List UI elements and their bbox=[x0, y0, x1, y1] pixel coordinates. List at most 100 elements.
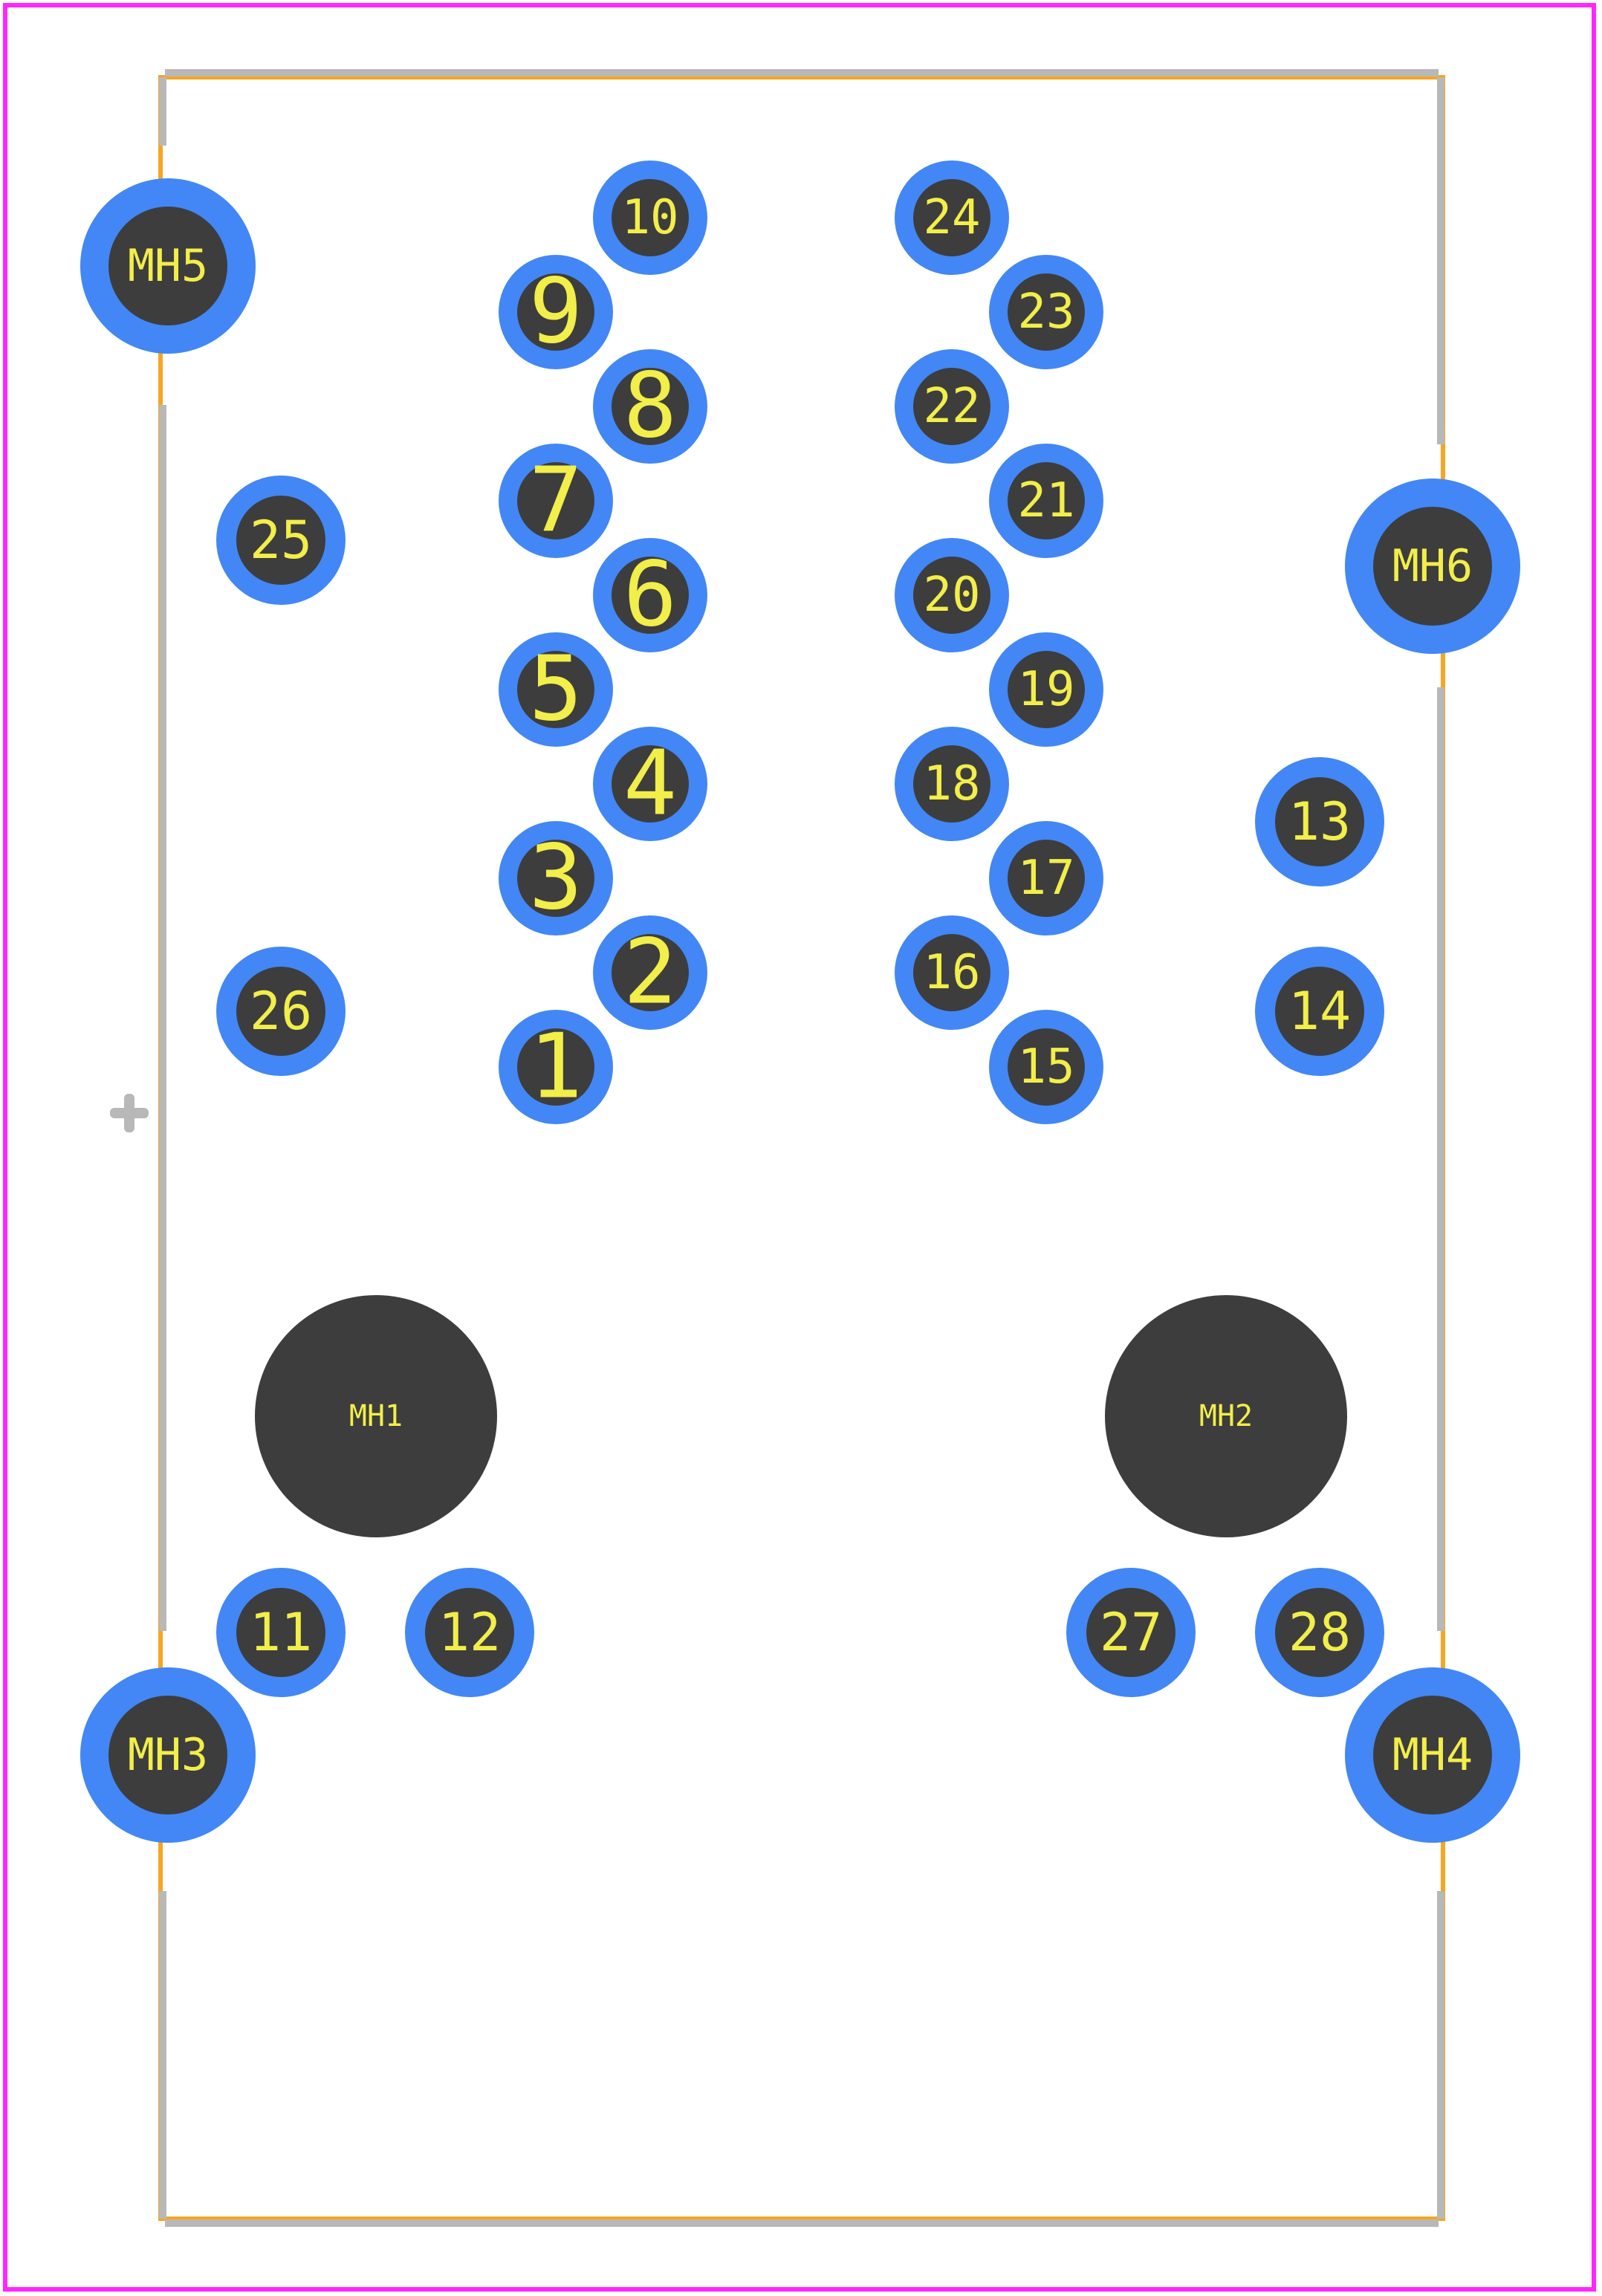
pad-hole-23 bbox=[1008, 273, 1085, 351]
pad-5: 5 bbox=[499, 632, 613, 747]
pad-hole-22 bbox=[913, 368, 990, 445]
pad-hole-4 bbox=[612, 745, 689, 823]
pad-label-7: 7 bbox=[529, 450, 583, 553]
pad-label-13: 13 bbox=[1288, 791, 1351, 852]
pad-hole-9 bbox=[517, 273, 594, 351]
pad-label-mh3: MH3 bbox=[128, 1729, 208, 1781]
pad-label-6: 6 bbox=[623, 544, 677, 647]
pad-hole-17 bbox=[1008, 840, 1085, 917]
pad-22: 22 bbox=[895, 349, 1009, 464]
pad-hole-7 bbox=[517, 462, 594, 539]
pad-mh4: MH4 bbox=[1345, 1667, 1520, 1843]
pad-15: 15 bbox=[989, 1010, 1103, 1124]
pad-3: 3 bbox=[499, 821, 613, 935]
pad-7: 7 bbox=[499, 444, 613, 558]
pad-label-18: 18 bbox=[923, 756, 980, 811]
pad-hole-mh5 bbox=[108, 207, 227, 325]
pad-18: 18 bbox=[895, 727, 1009, 841]
pad-mh2: MH2 bbox=[1105, 1295, 1347, 1537]
pad-25: 25 bbox=[216, 476, 346, 605]
mounting-hole-mh2 bbox=[1105, 1295, 1347, 1537]
pad-8: 8 bbox=[593, 349, 707, 464]
pad-24: 24 bbox=[895, 160, 1009, 275]
origin-marker-icon bbox=[110, 1094, 149, 1132]
pad-23: 23 bbox=[989, 255, 1103, 369]
pad-12: 12 bbox=[405, 1568, 534, 1697]
pad-hole-mh4 bbox=[1373, 1696, 1492, 1815]
pad-label-mh2: MH2 bbox=[1199, 1399, 1253, 1433]
pad-16: 16 bbox=[895, 915, 1009, 1030]
pad-label-mh1: MH1 bbox=[349, 1399, 403, 1433]
pad-mh6: MH6 bbox=[1345, 479, 1520, 654]
pad-label-28: 28 bbox=[1288, 1602, 1351, 1663]
pad-hole-1 bbox=[517, 1028, 594, 1106]
pad-label-22: 22 bbox=[923, 379, 980, 434]
pad-mh5: MH5 bbox=[80, 178, 256, 354]
pad-label-mh4: MH4 bbox=[1392, 1729, 1473, 1781]
pad-label-2: 2 bbox=[623, 921, 677, 1025]
pad-hole-2 bbox=[612, 934, 689, 1011]
pad-hole-19 bbox=[1008, 651, 1085, 728]
pad-hole-18 bbox=[913, 745, 990, 823]
pad-label-mh6: MH6 bbox=[1392, 540, 1473, 592]
pad-label-11: 11 bbox=[250, 1602, 312, 1663]
pad-hole-10 bbox=[612, 179, 689, 256]
pad-hole-6 bbox=[612, 557, 689, 634]
pad-hole-12 bbox=[425, 1588, 514, 1677]
pad-hole-14 bbox=[1275, 967, 1364, 1056]
pad-26: 26 bbox=[216, 947, 346, 1076]
pad-10: 10 bbox=[593, 160, 707, 275]
pad-label-8: 8 bbox=[623, 355, 677, 458]
pad-label-26: 26 bbox=[250, 981, 312, 1042]
pad-hole-11 bbox=[236, 1588, 325, 1677]
pad-20: 20 bbox=[895, 538, 1009, 652]
pad-hole-5 bbox=[517, 651, 594, 728]
courtyard-outline bbox=[158, 75, 1445, 2221]
pad-hole-mh3 bbox=[108, 1696, 227, 1815]
pad-hole-27 bbox=[1086, 1588, 1175, 1677]
pad-label-17: 17 bbox=[1017, 851, 1074, 906]
pad-21: 21 bbox=[989, 444, 1103, 558]
pad-28: 28 bbox=[1255, 1568, 1384, 1697]
mounting-hole-mh1 bbox=[255, 1295, 497, 1537]
pad-11: 11 bbox=[216, 1568, 346, 1697]
pad-label-19: 19 bbox=[1017, 662, 1074, 717]
pad-label-20: 20 bbox=[923, 568, 980, 623]
pad-hole-13 bbox=[1275, 777, 1364, 866]
pad-4: 4 bbox=[593, 727, 707, 841]
pad-14: 14 bbox=[1255, 947, 1384, 1076]
pad-label-4: 4 bbox=[623, 733, 677, 836]
pad-mh3: MH3 bbox=[80, 1667, 256, 1843]
silkscreen-outline bbox=[159, 69, 1444, 2227]
pad-label-12: 12 bbox=[438, 1602, 501, 1663]
pad-13: 13 bbox=[1255, 757, 1384, 886]
pad-label-24: 24 bbox=[923, 190, 980, 245]
pad-19: 19 bbox=[989, 632, 1103, 747]
pad-mh1: MH1 bbox=[255, 1295, 497, 1537]
pad-label-21: 21 bbox=[1017, 473, 1074, 528]
pad-label-14: 14 bbox=[1288, 981, 1351, 1042]
pad-hole-25 bbox=[236, 496, 325, 585]
pad-hole-mh6 bbox=[1373, 507, 1492, 626]
pad-hole-24 bbox=[913, 179, 990, 256]
pad-label-mh5: MH5 bbox=[128, 240, 208, 292]
pad-label-16: 16 bbox=[923, 945, 980, 1000]
pad-hole-20 bbox=[913, 557, 990, 634]
pad-label-15: 15 bbox=[1017, 1040, 1074, 1095]
pad-label-3: 3 bbox=[529, 827, 583, 930]
pad-hole-26 bbox=[236, 967, 325, 1056]
pad-hole-3 bbox=[517, 840, 594, 917]
pad-label-10: 10 bbox=[621, 190, 678, 245]
pad-hole-16 bbox=[913, 934, 990, 1011]
pad-hole-8 bbox=[612, 368, 689, 445]
pad-label-9: 9 bbox=[529, 261, 583, 364]
pad-27: 27 bbox=[1066, 1568, 1196, 1697]
pad-label-27: 27 bbox=[1100, 1602, 1162, 1663]
pad-1: 1 bbox=[499, 1010, 613, 1124]
board-outline bbox=[3, 3, 1596, 2292]
pad-label-1: 1 bbox=[529, 1016, 583, 1119]
pad-label-25: 25 bbox=[250, 510, 312, 571]
pad-label-23: 23 bbox=[1017, 285, 1074, 340]
pad-9: 9 bbox=[499, 255, 613, 369]
